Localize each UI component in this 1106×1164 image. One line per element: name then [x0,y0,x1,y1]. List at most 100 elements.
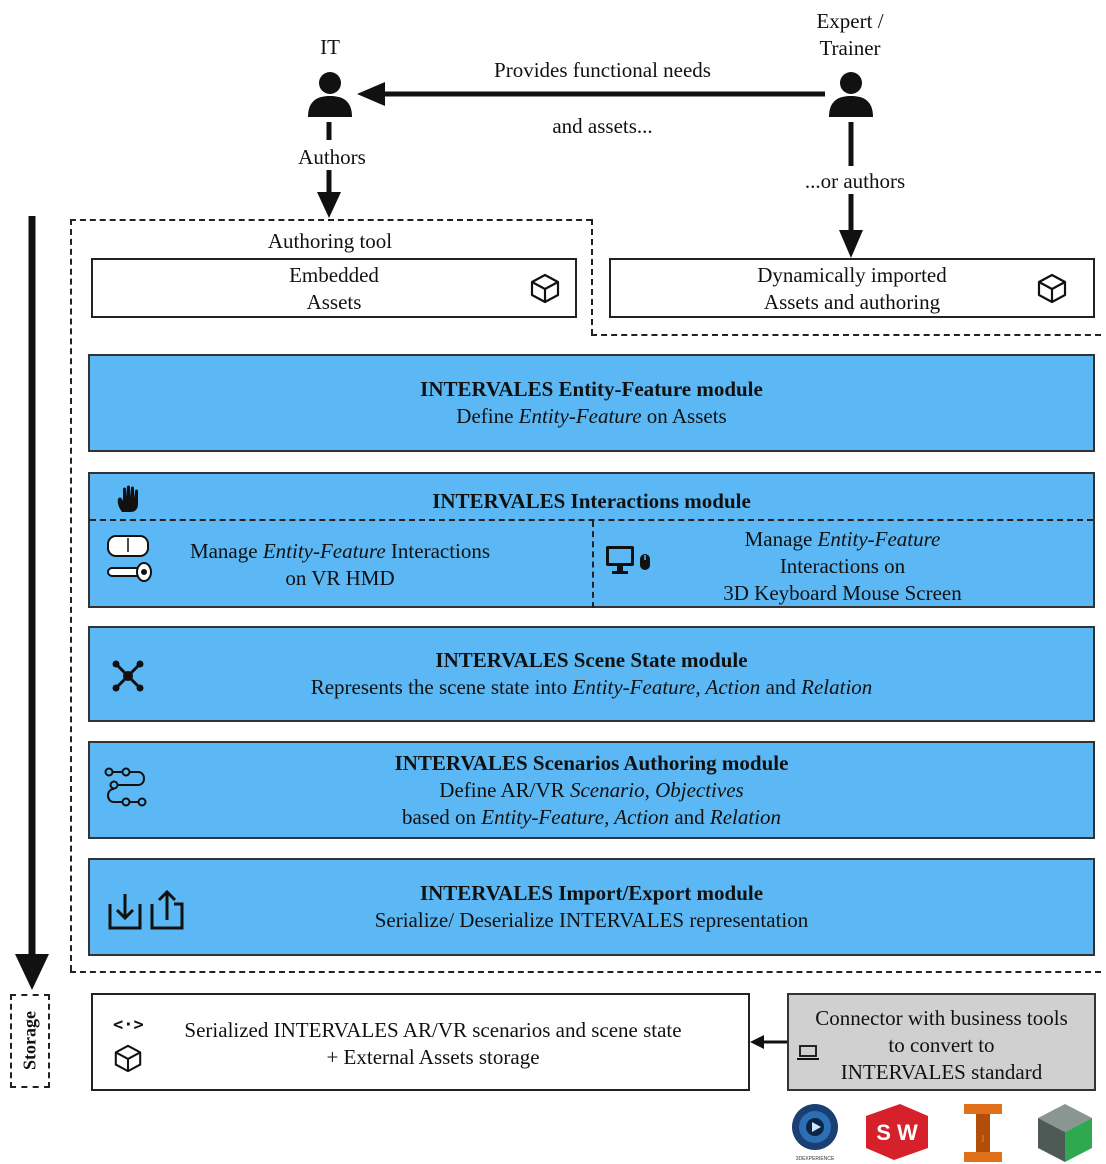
authors-label: Authors [298,145,366,169]
dynamic-assets-text: Dynamically imported Assets and authorin… [611,262,1093,316]
entity-feature-desc-a: Define [456,404,519,428]
monitor-mouse-icon [606,546,650,574]
scenarios-l2-b: Scenario, Objectives [569,777,744,802]
scene-state-desc-a: Represents the scene state into [310,675,573,699]
scenarios-l2-a: Define AR/VR [439,777,570,802]
dynamic-assets-box: Dynamically imported Assets and authorin… [609,258,1095,318]
dynamic-line1: Dynamically imported [757,263,947,287]
scene-state-desc: Represents the scene state into Entity-F… [311,674,873,701]
vr-text-c: Interactions [385,539,491,563]
3dexperience-logo-text: 3DEXPERIENCE [796,1156,835,1162]
network-icon [112,660,144,692]
import-export-desc: Serialize/ Deserialize INTERVALES repres… [374,908,809,932]
dynamic-line2: Assets and authoring [763,290,941,314]
code-icon: <·> [113,1015,144,1035]
authoring-boundary-left [70,219,72,971]
laptop-icon [797,1045,819,1060]
vr-controller-icon [107,535,152,582]
kb-line3: 3D Keyboard Mouse Screen [723,581,962,605]
authors-arrow [317,122,341,218]
scenarios-l3-c: and [669,804,710,829]
cube-icon [530,273,560,304]
provides-arrow [357,82,825,106]
scene-state-desc-c: and [760,675,802,699]
scene-state-module: INTERVALES Scene State module Represents… [88,626,1095,722]
authoring-boundary-top [70,219,592,221]
storage-side-label: Storage [19,1011,40,1070]
import-export-title: INTERVALES Import/Export module [419,881,764,905]
embedded-line2: Assets [306,290,362,314]
kb-interaction-text: Manage Entity-Feature Interactions on 3D… [660,526,1025,607]
scenarios-title: INTERVALES Scenarios Authoring module [394,750,789,775]
expert-label-line2: Trainer [819,36,881,60]
inventor-logo-icon: I [964,1104,1002,1162]
interactions-divider-v [592,521,594,608]
it-label: IT [320,35,340,59]
solidworks-logo-icon: S W [866,1104,928,1160]
cube-icon [1037,273,1067,304]
vr-line2: on VR HMD [285,566,395,590]
embedded-line1: Embedded [289,263,379,287]
storage-arrow [15,216,49,990]
kb-text-b: Entity-Feature [817,527,941,551]
interactions-title: INTERVALES Interactions module [432,489,751,513]
connector-line1: Connector with business tools [815,1006,1068,1030]
interactions-module: INTERVALES Interactions module Manage En… [88,472,1095,608]
authoring-tool-title: Authoring tool [267,229,393,253]
or-authors-arrow [839,122,863,258]
kb-line2: Interactions on [779,554,906,578]
kb-text-a: Manage [744,527,818,551]
import-export-icon [108,889,184,930]
hand-icon [117,485,138,512]
expert-person-icon [829,72,873,117]
connector-box: Connector with business tools to convert… [787,993,1096,1091]
storage-box: <·> Serialized INTERVALES AR/VR scenario… [91,993,750,1091]
vr-text-b: Entity-Feature [262,539,386,563]
authoring-boundary-bottom [70,971,1101,973]
scenarios-l3-d: Relation [709,804,782,829]
scenarios-l3-a: based on [401,804,482,829]
embedded-assets-box: Embedded Assets [91,258,577,318]
scene-state-title: INTERVALES Scene State module [435,648,748,672]
and-assets-label: and assets... [552,114,653,138]
entity-feature-title: INTERVALES Entity-Feature module [420,377,763,401]
expert-label: Expert / Trainer [790,8,910,62]
storage-line1: Serialized INTERVALES AR/VR scenarios an… [184,1018,682,1042]
entity-feature-desc: Define Entity-Feature on Assets [456,403,726,430]
entity-feature-desc-c: on Assets [641,404,727,428]
scene-state-desc-d: Relation [801,675,873,699]
vr-text-a: Manage [189,539,263,563]
expert-label-line1: Expert / [816,9,884,33]
inventor-logo-text: I [982,1134,985,1145]
connector-line3: INTERVALES standard [840,1060,1043,1084]
scenarios-line3: based on Entity-Feature, Action and Rela… [402,804,781,831]
authoring-boundary-mid [591,219,593,335]
or-authors-label: ...or authors [804,169,906,193]
interactions-divider-h [90,519,1093,521]
vr-line1: Manage Entity-Feature Interactions [160,538,520,565]
vr-interaction-text: Manage Entity-Feature Interactions on VR… [160,538,520,592]
it-person-icon [308,72,352,117]
3dexperience-logo-icon: 3DEXPERIENCE [792,1104,838,1162]
solidworks-logo-text: S W [876,1120,918,1145]
provides-label: Provides functional needs [494,58,711,82]
entity-feature-desc-b: Entity-Feature [518,404,642,428]
storage-side-box: Storage [10,994,50,1088]
scenarios-module: INTERVALES Scenarios Authoring module De… [88,741,1095,839]
scenarios-line2: Define AR/VR Scenario, Objectives [439,777,743,804]
kb-line1: Manage Entity-Feature [660,526,1025,553]
embedded-assets-text: Embedded Assets [93,262,575,316]
authoring-boundary-step [591,334,1101,336]
cube-icon [114,1044,142,1073]
storage-line2: + External Assets storage [326,1045,540,1069]
scenarios-l3-b: Entity-Feature, Action [481,804,670,829]
cube-3d-logo-icon [1038,1104,1092,1162]
scene-state-desc-b: Entity-Feature, Action [572,675,761,699]
storage-text: Serialized INTERVALES AR/VR scenarios an… [133,1017,733,1071]
workflow-icon [104,767,147,807]
connector-line2: to convert to [888,1033,995,1057]
entity-feature-module: INTERVALES Entity-Feature module Define … [88,354,1095,452]
import-export-module: INTERVALES Import/Export module Serializ… [88,858,1095,956]
connector-arrow [750,1035,790,1049]
connector-text: Connector with business tools to convert… [789,1005,1094,1086]
